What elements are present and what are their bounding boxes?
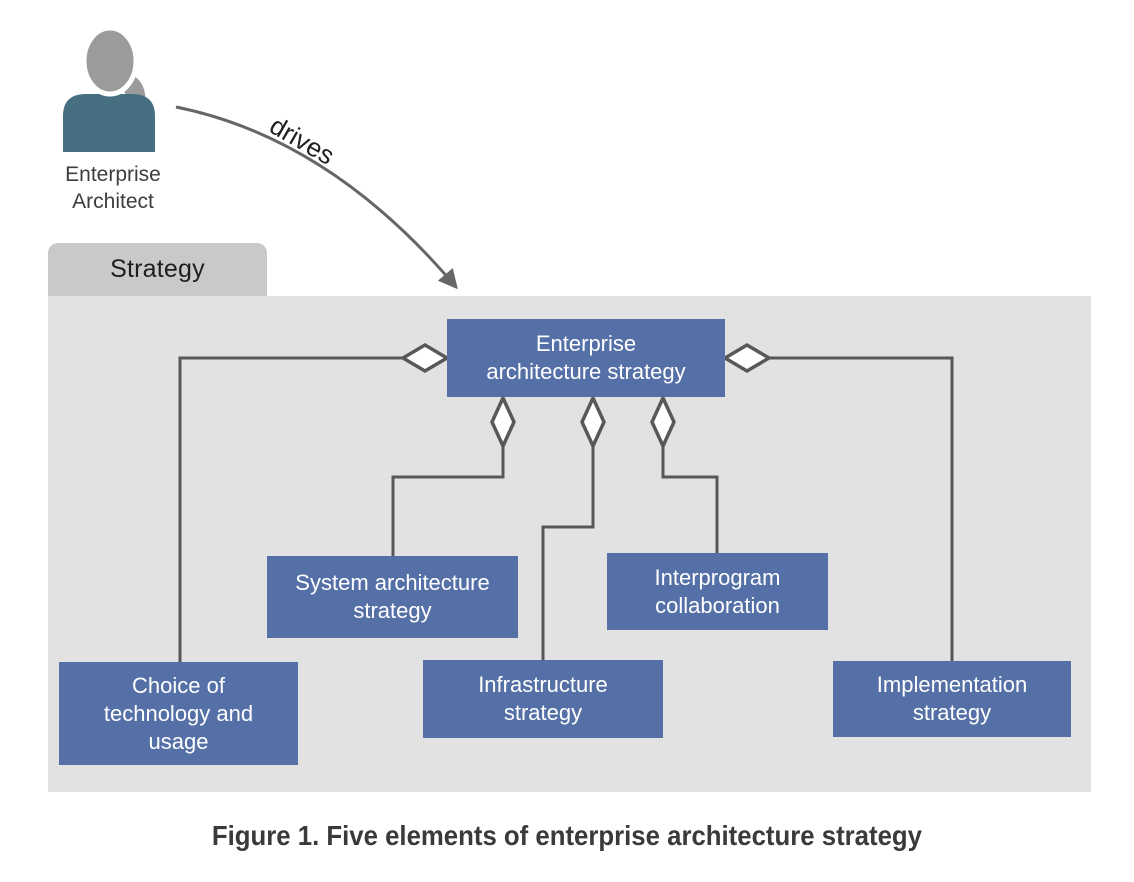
node-enterprise-architecture-strategy: Enterprise architecture strategy [447, 319, 725, 397]
figure-caption-text: Figure 1. Five elements of enterprise ar… [211, 820, 923, 851]
node-infrastructure-strategy: Infrastructure strategy [423, 660, 663, 738]
strategy-tab: Strategy [48, 243, 267, 296]
aggregation-diamond-infrastructure [580, 393, 606, 451]
node-system-architecture-strategy: System architecture strategy [267, 556, 518, 638]
node-choice-of-technology-and-usage: Choice of technology and usage [59, 662, 298, 765]
aggregation-diamond-interprogram [650, 393, 676, 451]
node-interprogram-collaboration: Interprogram collaboration [607, 553, 828, 630]
node-implementation-strategy: Implementation strategy [833, 661, 1071, 737]
connector-system [391, 398, 505, 556]
aggregation-diamonds [399, 342, 773, 451]
figure-caption: Figure 1. Five elements of enterprise ar… [0, 820, 1134, 852]
aggregation-diamond-system [490, 393, 516, 451]
aggregation-diamond-left [399, 342, 451, 374]
person-head [81, 25, 139, 97]
enterprise-architect-icon [63, 25, 155, 152]
connector-choice [178, 356, 447, 662]
connectors [178, 356, 954, 662]
strategy-tab-label: Strategy [110, 255, 205, 283]
aggregation-diamond-right [721, 342, 773, 374]
drives-arrow [175, 105, 458, 290]
actor-label: Enterprise Architect [65, 163, 161, 213]
connector-infrastructure [541, 398, 595, 660]
person-body [63, 94, 155, 152]
connector-implementation [725, 356, 954, 661]
